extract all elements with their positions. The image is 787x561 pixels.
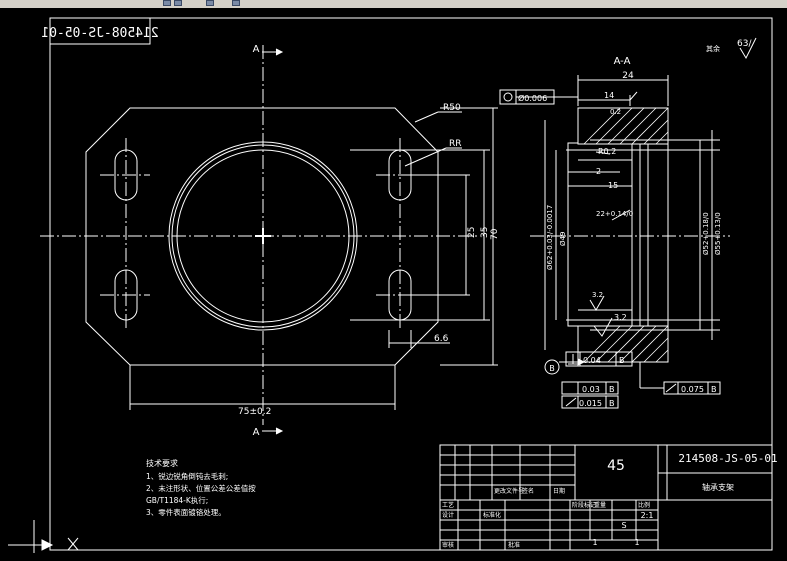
drawing-border bbox=[49, 17, 773, 551]
notes-line-4: 3、零件表面镀铬处理。 bbox=[146, 507, 226, 517]
dim-15: 15 bbox=[608, 181, 618, 190]
notes-line-3: GB/T1184-K执行; bbox=[146, 495, 208, 505]
tol-2-value: 0.03 bbox=[582, 385, 600, 394]
notes-line-2: 2、未注形状、位置公差公差值按 bbox=[146, 483, 256, 493]
tb-label-design: 设计 bbox=[442, 511, 454, 519]
notes-title: 技术要求 bbox=[146, 458, 178, 468]
section-mark-bottom: A bbox=[253, 427, 260, 438]
dim-rr: RR bbox=[449, 139, 462, 149]
toolbar-icon[interactable] bbox=[174, 0, 182, 6]
material-text: 45 bbox=[607, 458, 625, 474]
tol-3-value: 0.015 bbox=[579, 399, 602, 408]
dia-49: Ø49 bbox=[559, 232, 567, 246]
tb-label-check: 审核 bbox=[442, 541, 454, 549]
drawing-number-box bbox=[49, 17, 151, 45]
tol-perp-ref: B bbox=[619, 356, 625, 365]
dim-70: 70 bbox=[490, 228, 500, 240]
dim-r0-2: R0.2 bbox=[598, 147, 616, 156]
tb-label-scale: 比例 bbox=[638, 501, 650, 509]
scale-value: 2:1 bbox=[641, 511, 654, 520]
cad-toolbar-strip bbox=[0, 0, 787, 8]
dim-6-6: 6.6 bbox=[434, 334, 449, 344]
dim-35: 35 bbox=[480, 227, 490, 238]
dim-0-2: 0.2 bbox=[610, 108, 621, 116]
technical-notes: 技术要求 1、锐边锐角倒钝去毛刺; 2、未注形状、位置公差公差值按 GB/T11… bbox=[146, 458, 256, 517]
roughness-general: 63/ bbox=[737, 39, 752, 49]
count-a: 1 bbox=[592, 538, 597, 547]
geometric-tolerance-frames bbox=[499, 89, 721, 409]
tol-circularity-value: Ø0.006 bbox=[518, 93, 547, 103]
drawing-number-mirrored: 214508-JS-05-01 bbox=[41, 26, 158, 41]
tb-label-std: 标准化 bbox=[483, 511, 501, 519]
dim-75: 75±0.2 bbox=[238, 407, 271, 417]
count-b: 1 bbox=[634, 538, 639, 547]
section-title: A-A bbox=[614, 56, 631, 67]
section-mark-top: A bbox=[253, 44, 260, 55]
dim-25: 25 bbox=[467, 227, 477, 238]
roughness-note: 其余 bbox=[706, 44, 720, 53]
tb-label-file: 更改文件号 bbox=[494, 487, 524, 495]
tol-perp-value: 0.04 bbox=[583, 356, 601, 365]
tol-4-ref: B bbox=[711, 385, 717, 394]
drawing-number: 214508-JS-05-01 bbox=[678, 452, 777, 465]
datum-b-label: B bbox=[549, 364, 555, 373]
dim-14: 14 bbox=[604, 91, 614, 100]
tb-label-sign: 签名 bbox=[522, 487, 534, 495]
dim-2: 2 bbox=[596, 167, 601, 176]
tb-label-stage: 阶段标记 bbox=[572, 501, 596, 509]
front-view bbox=[40, 45, 498, 435]
tb-label-process: 工艺 bbox=[442, 501, 454, 509]
dia-55: Ø55+0.13/0 bbox=[714, 212, 722, 255]
section-view bbox=[530, 37, 757, 375]
tb-label-date: 日期 bbox=[553, 487, 565, 495]
roughness-3-2-a: 3.2 bbox=[592, 291, 603, 299]
sheet-value: S bbox=[621, 521, 626, 530]
tb-label-approve: 批准 bbox=[508, 541, 520, 549]
dim-r50: R50 bbox=[443, 103, 461, 113]
toolbar-icon[interactable] bbox=[163, 0, 171, 6]
tol-4-value: 0.075 bbox=[681, 385, 704, 394]
notes-line-1: 1、锐边锐角倒钝去毛刺; bbox=[146, 471, 228, 481]
cad-drawing-canvas[interactable]: 214508-JS-05-01 A A R50 RR 25 35 70 6.6 … bbox=[0, 8, 787, 561]
dim-24: 24 bbox=[622, 71, 634, 81]
title-block bbox=[439, 444, 773, 551]
dia-52: Ø52+0.18/0 bbox=[702, 212, 710, 255]
toolbar-icon[interactable] bbox=[206, 0, 214, 6]
tol-2-ref: B bbox=[609, 385, 615, 394]
part-name: 轴承支架 bbox=[702, 482, 734, 492]
roughness-3-2-b: 3.2 bbox=[614, 313, 627, 322]
tb-label-weight: 重量 bbox=[594, 501, 606, 509]
toolbar-icon[interactable] bbox=[232, 0, 240, 6]
dia-62: Ø62+0.03/-0.0017 bbox=[546, 205, 554, 270]
tol-3-ref: B bbox=[609, 399, 615, 408]
dim-22: 22+0.14/0 bbox=[596, 210, 633, 218]
